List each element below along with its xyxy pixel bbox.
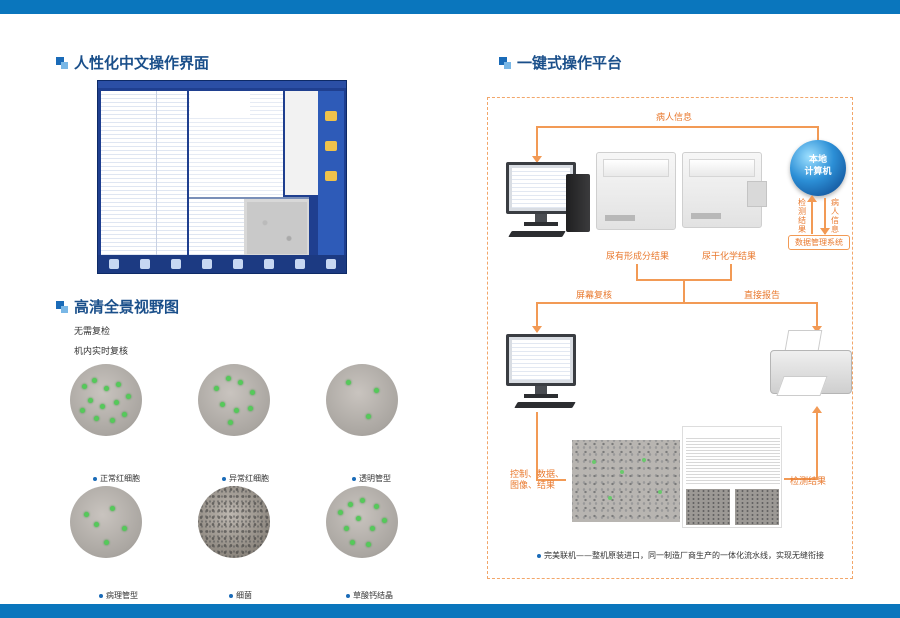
software-detail-panel <box>285 91 319 195</box>
label-test-result-vertical: 检测结果 <box>798 198 806 234</box>
label-chem-result: 尿干化学结果 <box>702 252 757 262</box>
arrow-down-icon <box>812 326 822 333</box>
flow-line <box>536 479 566 481</box>
pc-tower <box>566 174 590 232</box>
flow-line <box>816 302 818 328</box>
micro-image-abnormal-rbc <box>198 364 270 436</box>
local-computer-label-2: 计算机 <box>804 167 832 177</box>
software-title-bar <box>98 81 346 88</box>
label-patient-info: 病人信息 <box>656 113 693 123</box>
panorama-line-2: 机内实时复核 <box>74 347 129 357</box>
report-image-2 <box>735 489 779 525</box>
flow-line-split <box>536 302 818 304</box>
urine-chemistry-analyzer <box>682 152 767 228</box>
software-sample-list <box>101 91 187 256</box>
label-direct-report: 直接报告 <box>744 291 781 301</box>
flow-line <box>536 412 538 480</box>
printer <box>770 330 852 402</box>
printer-icon <box>325 141 337 151</box>
section-marker-icon <box>499 56 511 69</box>
tool-icon <box>325 171 337 181</box>
sediment-microscope-image <box>572 440 680 522</box>
arrow-down-icon <box>532 326 542 333</box>
caption-pathological-cast: 病理管型 <box>99 590 138 601</box>
software-screenshot <box>97 80 347 274</box>
report-table <box>686 436 780 486</box>
arrow-up-icon <box>812 406 822 413</box>
local-computer-node: 本地 计算机 <box>790 140 846 196</box>
software-side-toolbar <box>318 91 344 256</box>
caption-calcium-oxalate: 草酸钙结晶 <box>346 590 393 601</box>
section-title-ui-text: 人性化中文操作界面 <box>74 54 210 72</box>
micro-image-bacteria <box>198 486 270 558</box>
flow-line <box>784 478 816 480</box>
flow-line <box>636 264 638 280</box>
label-control-data: 控制、数据、图像、结果 <box>510 470 565 491</box>
section-title-ui: 人性化中文操作界面 <box>56 52 209 73</box>
flow-line <box>811 198 813 234</box>
report-image-1 <box>686 489 730 525</box>
section-marker-icon <box>56 56 68 69</box>
data-management-system-box: 数据管理系统 <box>788 235 850 250</box>
top-band <box>0 0 900 14</box>
label-formed-result: 尿有形成分结果 <box>606 252 670 262</box>
panorama-line-1: 无需复检 <box>74 327 111 337</box>
label-detect-result: 检测结果 <box>790 477 827 487</box>
keyboard <box>514 402 576 408</box>
caption-normal-rbc: 正常红细胞 <box>93 473 140 484</box>
folder-icon <box>325 111 337 121</box>
flow-line <box>730 264 732 280</box>
micro-image-calcium-oxalate <box>326 486 398 558</box>
section-title-panorama: 高清全景视野图 <box>56 296 179 317</box>
test-report-document <box>682 426 782 528</box>
flow-line-patient-info <box>536 126 818 128</box>
arrow-down-icon <box>820 228 830 235</box>
flow-line <box>817 126 819 140</box>
keyboard <box>508 231 566 237</box>
workflow-frame <box>487 97 853 579</box>
micro-image-normal-rbc <box>70 364 142 436</box>
arrow-up-icon <box>807 195 817 202</box>
software-image-panel <box>189 197 309 256</box>
flow-line <box>536 126 538 158</box>
section-title-platform-text: 一键式操作平台 <box>517 54 623 72</box>
flow-line <box>816 412 818 480</box>
caption-hyaline-cast: 透明管型 <box>352 473 391 484</box>
urine-sediment-analyzer <box>596 152 676 230</box>
section-title-platform: 一键式操作平台 <box>499 52 622 73</box>
arrow-down-icon <box>532 156 542 163</box>
local-computer-label-1: 本地 <box>808 155 827 165</box>
caption-abnormal-rbc: 异常红细胞 <box>222 473 269 484</box>
section-title-panorama-text: 高清全景视野图 <box>74 298 180 316</box>
label-patient-info-vertical: 病人信息 <box>831 198 839 234</box>
flow-line <box>683 279 685 303</box>
software-bottom-toolbar <box>98 255 346 273</box>
micro-image-hyaline-cast <box>326 364 398 436</box>
footnote: 完美联机——整机原装进口，同一制造厂商生产的一体化流水线，实现无缝衔接 <box>537 550 824 561</box>
flow-line <box>824 198 826 234</box>
micro-image-pathological-cast <box>70 486 142 558</box>
section-marker-icon <box>56 300 68 313</box>
label-screen-review: 屏幕复核 <box>576 291 613 301</box>
software-patient-info <box>190 93 250 117</box>
flow-line <box>536 302 538 328</box>
caption-bacteria: 细菌 <box>229 590 252 601</box>
bottom-band <box>0 604 900 618</box>
